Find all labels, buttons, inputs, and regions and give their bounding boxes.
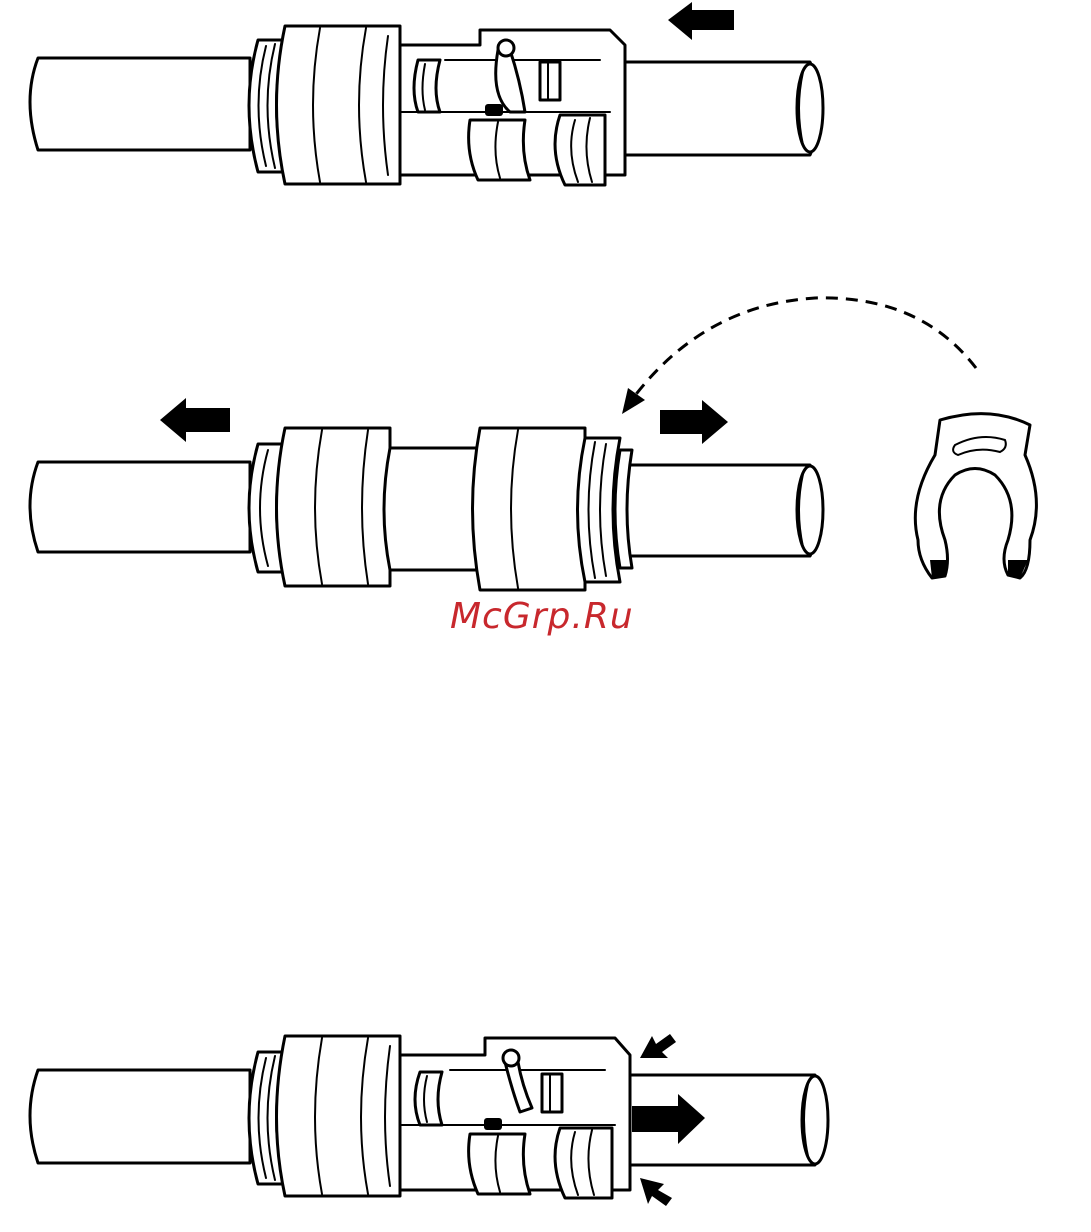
left-tube [30,462,250,552]
arrow-left-icon [160,398,230,442]
arrow-collet-press-top-icon [640,1034,676,1058]
arrow-curved-dashed-icon [622,298,976,414]
right-tube [620,465,823,556]
fitting-body-left [277,26,401,184]
right-tube [600,62,823,155]
panel-clip-step [30,298,1036,590]
right-collet [578,438,633,582]
arrow-left-icon [668,2,734,40]
fitting-body-left [277,428,391,586]
fitting-body-right [473,428,586,590]
left-tube [30,1070,250,1163]
arrow-right-icon [660,400,728,444]
arrow-collet-press-bottom-icon [640,1178,672,1206]
fitting-body-left [277,1036,401,1196]
panel-release-step [30,1034,828,1206]
watermark-text: McGrp.Ru [450,596,634,637]
left-tube [30,58,250,150]
fitting-barrel [384,448,480,570]
locking-clip-icon [915,414,1036,578]
panel-insert-step [30,2,823,185]
